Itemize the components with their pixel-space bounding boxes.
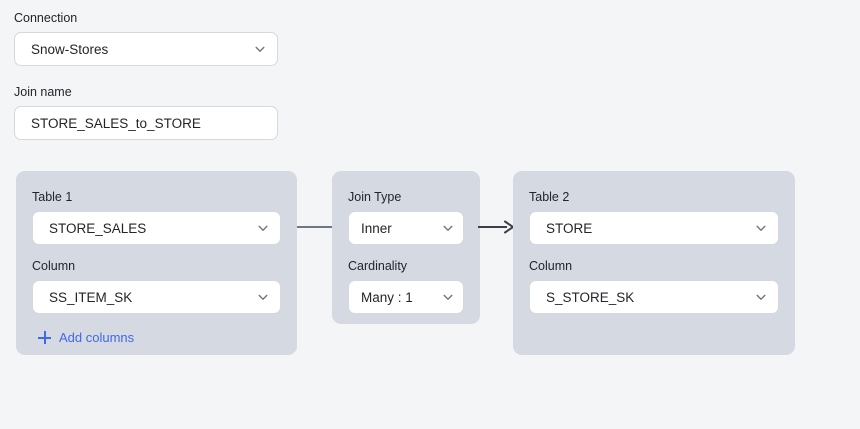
- connector-arrow-right: [478, 219, 515, 235]
- add-columns-label: Add columns: [59, 330, 135, 345]
- join-type-card: Join Type Inner Cardinality Many : 1: [332, 171, 480, 324]
- join-diagram: Table 1 STORE_SALES Column SS_ITEM_SK: [0, 171, 860, 361]
- cardinality-select[interactable]: Many : 1: [348, 280, 464, 314]
- table1-column-group: Column SS_ITEM_SK: [32, 258, 281, 314]
- cardinality-group: Cardinality Many : 1: [348, 258, 464, 314]
- table2-column-select[interactable]: S_STORE_SK: [529, 280, 779, 314]
- table2-table-select[interactable]: STORE: [529, 211, 779, 245]
- table2-table-group: Table 2 STORE: [529, 189, 779, 245]
- table2-table-select-value: STORE: [546, 220, 593, 236]
- join-name-input-value: STORE_SALES_to_STORE: [31, 115, 201, 131]
- join-type-select-value: Inner: [361, 220, 392, 236]
- connection-select[interactable]: Snow-Stores: [14, 32, 278, 66]
- chevron-down-icon: [754, 290, 768, 304]
- join-type-group: Join Type Inner: [348, 189, 464, 245]
- chevron-down-icon: [754, 221, 768, 235]
- table2-label: Table 2: [529, 190, 570, 204]
- table2-card: Table 2 STORE Column S_STORE_SK: [513, 171, 795, 355]
- cardinality-select-value: Many : 1: [361, 289, 413, 305]
- table1-column-select-value: SS_ITEM_SK: [49, 289, 133, 305]
- join-name-input[interactable]: STORE_SALES_to_STORE: [14, 106, 278, 140]
- connector-line-left: [297, 219, 333, 235]
- table1-card: Table 1 STORE_SALES Column SS_ITEM_SK: [16, 171, 297, 355]
- table1-table-select-value: STORE_SALES: [49, 220, 147, 236]
- table1-label: Table 1: [32, 190, 73, 204]
- chevron-down-icon: [441, 290, 455, 304]
- table2-column-group: Column S_STORE_SK: [529, 258, 779, 314]
- join-settings-form: Connection Snow-Stores Join name STORE_S…: [14, 10, 294, 140]
- table1-table-group: Table 1 STORE_SALES: [32, 189, 281, 245]
- table2-column-label: Column: [529, 259, 573, 273]
- connection-select-value: Snow-Stores: [31, 41, 109, 57]
- join-name-label: Join name: [14, 85, 72, 99]
- table2-column-select-value: S_STORE_SK: [546, 289, 635, 305]
- join-type-select[interactable]: Inner: [348, 211, 464, 245]
- chevron-down-icon: [253, 42, 267, 56]
- plus-icon: [38, 331, 51, 344]
- chevron-down-icon: [256, 290, 270, 304]
- table1-table-select[interactable]: STORE_SALES: [32, 211, 281, 245]
- connection-label: Connection: [14, 11, 78, 25]
- join-name-field-group: Join name STORE_SALES_to_STORE: [14, 84, 294, 140]
- join-type-label: Join Type: [348, 190, 402, 204]
- connection-field-group: Connection Snow-Stores: [14, 10, 294, 66]
- table1-column-label: Column: [32, 259, 76, 273]
- chevron-down-icon: [256, 221, 270, 235]
- cardinality-label: Cardinality: [348, 259, 408, 273]
- table1-column-select[interactable]: SS_ITEM_SK: [32, 280, 281, 314]
- chevron-down-icon: [441, 221, 455, 235]
- add-columns-button[interactable]: Add columns: [32, 330, 134, 345]
